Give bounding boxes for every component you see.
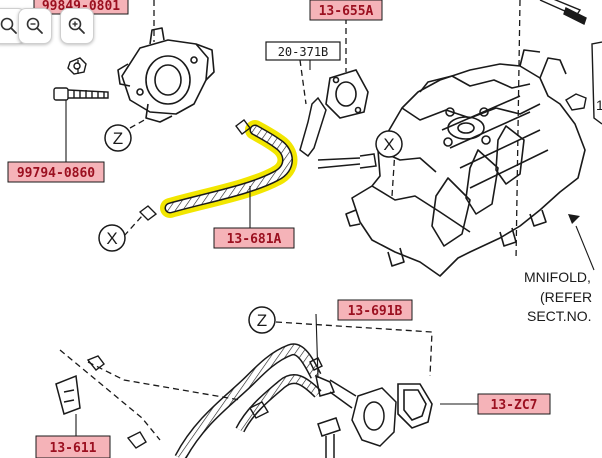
marker-x-left: X — [98, 224, 126, 252]
label-throttle-text: 13-655A — [319, 4, 374, 19]
throttle-body — [117, 27, 215, 123]
thermostat-housing — [314, 374, 397, 458]
bolt-99794 — [53, 87, 109, 101]
vacuum-hose — [299, 96, 377, 169]
marker-z-lower: Z — [248, 306, 276, 334]
marker-z-upper: Z — [104, 124, 132, 152]
label-gasket-ref-text: 20-371B — [278, 45, 329, 59]
nut-99849 — [67, 57, 87, 75]
label-gasket-ref[interactable]: 20-371B — [265, 41, 341, 61]
manifold-note: MNIFOLD, (REFER SECT.NO. — [524, 269, 592, 324]
marker-z-lower-text: Z — [257, 311, 267, 330]
manifold-note-line3: SECT.NO. — [527, 308, 592, 324]
reference-lines — [59, 0, 521, 441]
zoom-in-button[interactable] — [60, 8, 94, 44]
manifold-note-line2: (REFER — [540, 289, 592, 305]
label-hose-ref[interactable]: 13-681A — [213, 227, 295, 249]
label-bracket-text: 13-611 — [50, 441, 97, 456]
marker-z-upper-text: Z — [113, 129, 123, 148]
label-lower-hose[interactable]: 13-691B — [337, 299, 413, 321]
bracket-13-611 — [55, 374, 81, 415]
magnifier-minus-icon — [26, 17, 43, 34]
zoom-out-magnifier-button[interactable] — [18, 8, 52, 44]
marker-x-right-text: X — [383, 135, 394, 154]
note-arrow — [568, 214, 580, 224]
label-right-cut: 1 — [596, 97, 602, 113]
manifold-note-line1: MNIFOLD, — [524, 269, 591, 285]
zoom-out-icon — [0, 17, 17, 34]
marker-x-right: X — [375, 130, 403, 158]
intake-manifold — [345, 49, 586, 277]
throttle-gasket — [325, 69, 369, 119]
highlighted-hose — [160, 120, 298, 218]
label-bolt-ref-text: 99794-0860 — [17, 166, 95, 181]
label-thermostat-text: 13-ZC7 — [491, 398, 538, 413]
label-hose-ref-text: 13-681A — [227, 232, 282, 247]
leader-lines — [65, 58, 595, 436]
label-lower-hose-text: 13-691B — [348, 304, 403, 319]
manifold-sensor — [565, 93, 587, 111]
thermostat-gasket — [397, 383, 433, 429]
lower-coolant-hose — [174, 343, 322, 458]
label-throttle[interactable]: 13-655A — [309, 0, 383, 21]
label-bolt-ref[interactable]: 99794-0860 — [7, 161, 105, 183]
magnifier-plus-icon — [68, 17, 85, 34]
label-bracket[interactable]: 13-611 — [35, 435, 111, 458]
small-fittings — [86, 355, 323, 449]
hose-clamps — [138, 119, 251, 221]
right-section-edge — [591, 41, 602, 125]
label-thermostat[interactable]: 13-ZC7 — [477, 393, 551, 415]
marker-x-left-text: X — [106, 229, 117, 248]
top-right-pin — [539, 0, 587, 25]
